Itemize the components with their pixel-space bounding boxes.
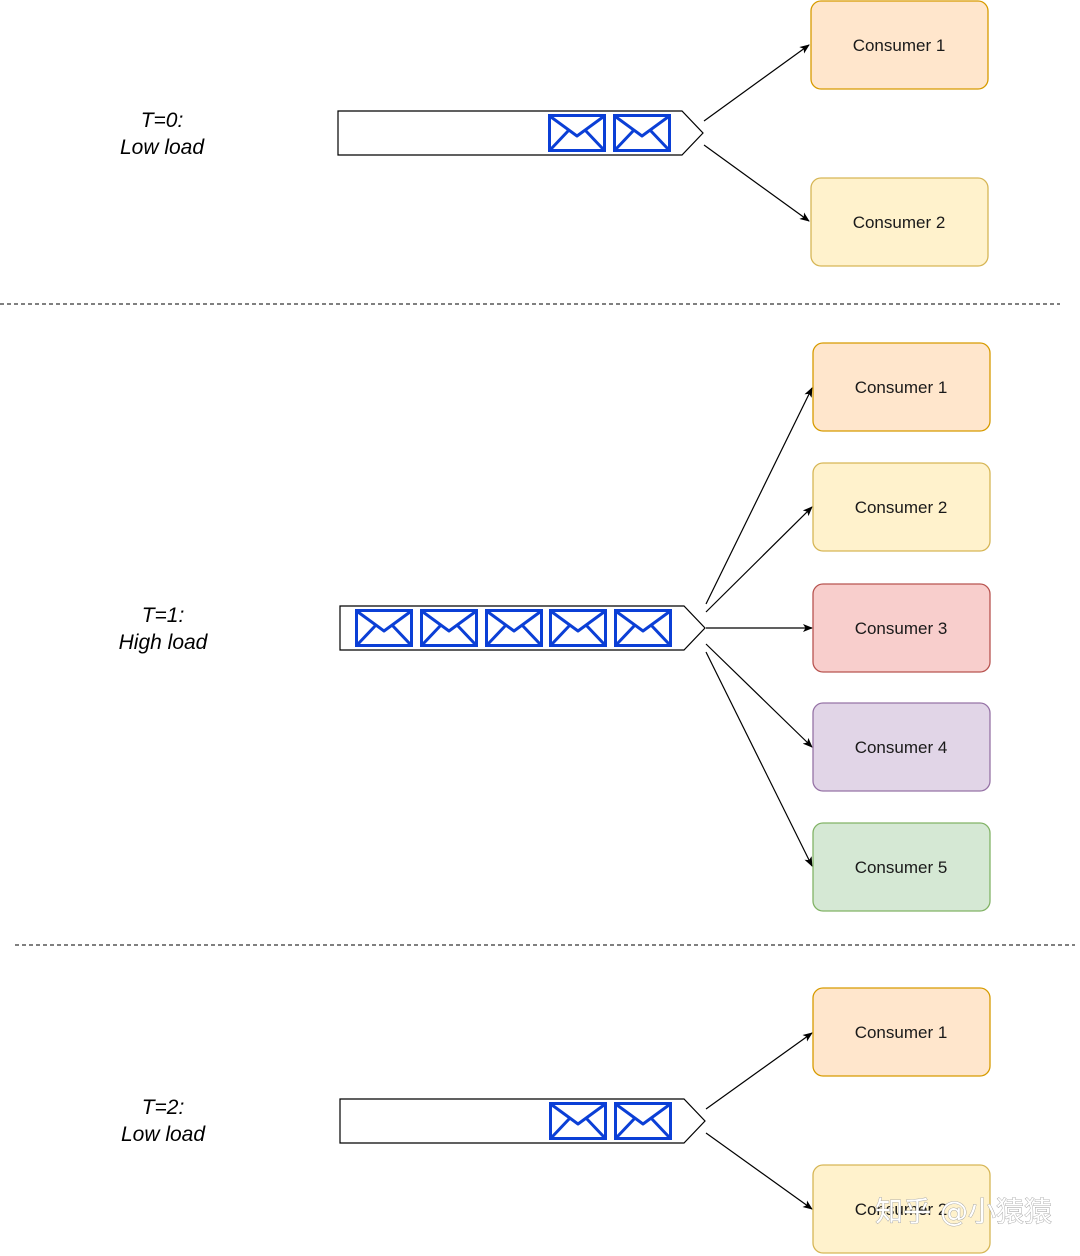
consumer-box: Consumer 3 — [812, 583, 991, 673]
time-label: T=1: — [142, 604, 185, 627]
dispatch-arrow — [705, 651, 813, 867]
load-label: High load — [119, 631, 209, 654]
svg-text:Consumer 1: Consumer 1 — [855, 1023, 948, 1042]
svg-text:Consumer 2: Consumer 2 — [853, 213, 946, 232]
consumer-box: Consumer 4 — [812, 702, 991, 792]
envelope-icon — [614, 1102, 672, 1140]
section-t2: T=2: Low load Consumer 1 Consumer 2 — [121, 987, 991, 1254]
envelope-icon — [548, 114, 606, 152]
message-queue — [337, 110, 704, 156]
section-t0: T=0: Low load Consumer 1 Consumer 2 — [120, 0, 989, 267]
dispatch-arrow — [703, 144, 810, 222]
envelope-icon — [355, 609, 413, 647]
dispatch-arrow — [705, 387, 813, 605]
envelope-icon — [420, 609, 478, 647]
consumer-box: Consumer 5 — [812, 822, 991, 912]
consumer-box: Consumer 2 — [812, 462, 991, 552]
dispatch-arrow — [705, 506, 813, 613]
envelope-icon — [549, 609, 607, 647]
consumer-box: Consumer 1 — [812, 987, 991, 1077]
svg-text:Consumer 2: Consumer 2 — [855, 498, 948, 517]
envelope-icon — [614, 609, 672, 647]
watermark: 知乎 @小猿猿 — [875, 1195, 1052, 1228]
dispatch-arrow — [703, 44, 810, 122]
section-t1: T=1: High load Consumer 1 Consumer 2 Con… — [119, 342, 991, 912]
dispatch-arrow — [705, 1132, 813, 1210]
dispatch-arrow — [705, 643, 813, 748]
message-queue — [339, 1098, 706, 1144]
svg-text:Consumer 1: Consumer 1 — [855, 378, 948, 397]
dispatch-arrow — [705, 1032, 813, 1110]
consumer-box: Consumer 1 — [810, 0, 989, 90]
svg-text:Consumer 5: Consumer 5 — [855, 858, 948, 877]
consumer-box: Consumer 2 — [812, 1164, 991, 1254]
load-label: Low load — [120, 136, 205, 159]
load-label: Low load — [121, 1123, 206, 1146]
time-label: T=2: — [142, 1096, 185, 1119]
svg-text:Consumer 2: Consumer 2 — [855, 1200, 948, 1219]
svg-text:Consumer 1: Consumer 1 — [853, 36, 946, 55]
time-label: T=0: — [141, 109, 184, 132]
envelope-icon — [485, 609, 543, 647]
consumer-box: Consumer 2 — [810, 177, 989, 267]
svg-text:Consumer 4: Consumer 4 — [855, 738, 948, 757]
envelope-icon — [613, 114, 671, 152]
consumer-box: Consumer 1 — [812, 342, 991, 432]
svg-text:Consumer 3: Consumer 3 — [855, 619, 948, 638]
envelope-icon — [549, 1102, 607, 1140]
